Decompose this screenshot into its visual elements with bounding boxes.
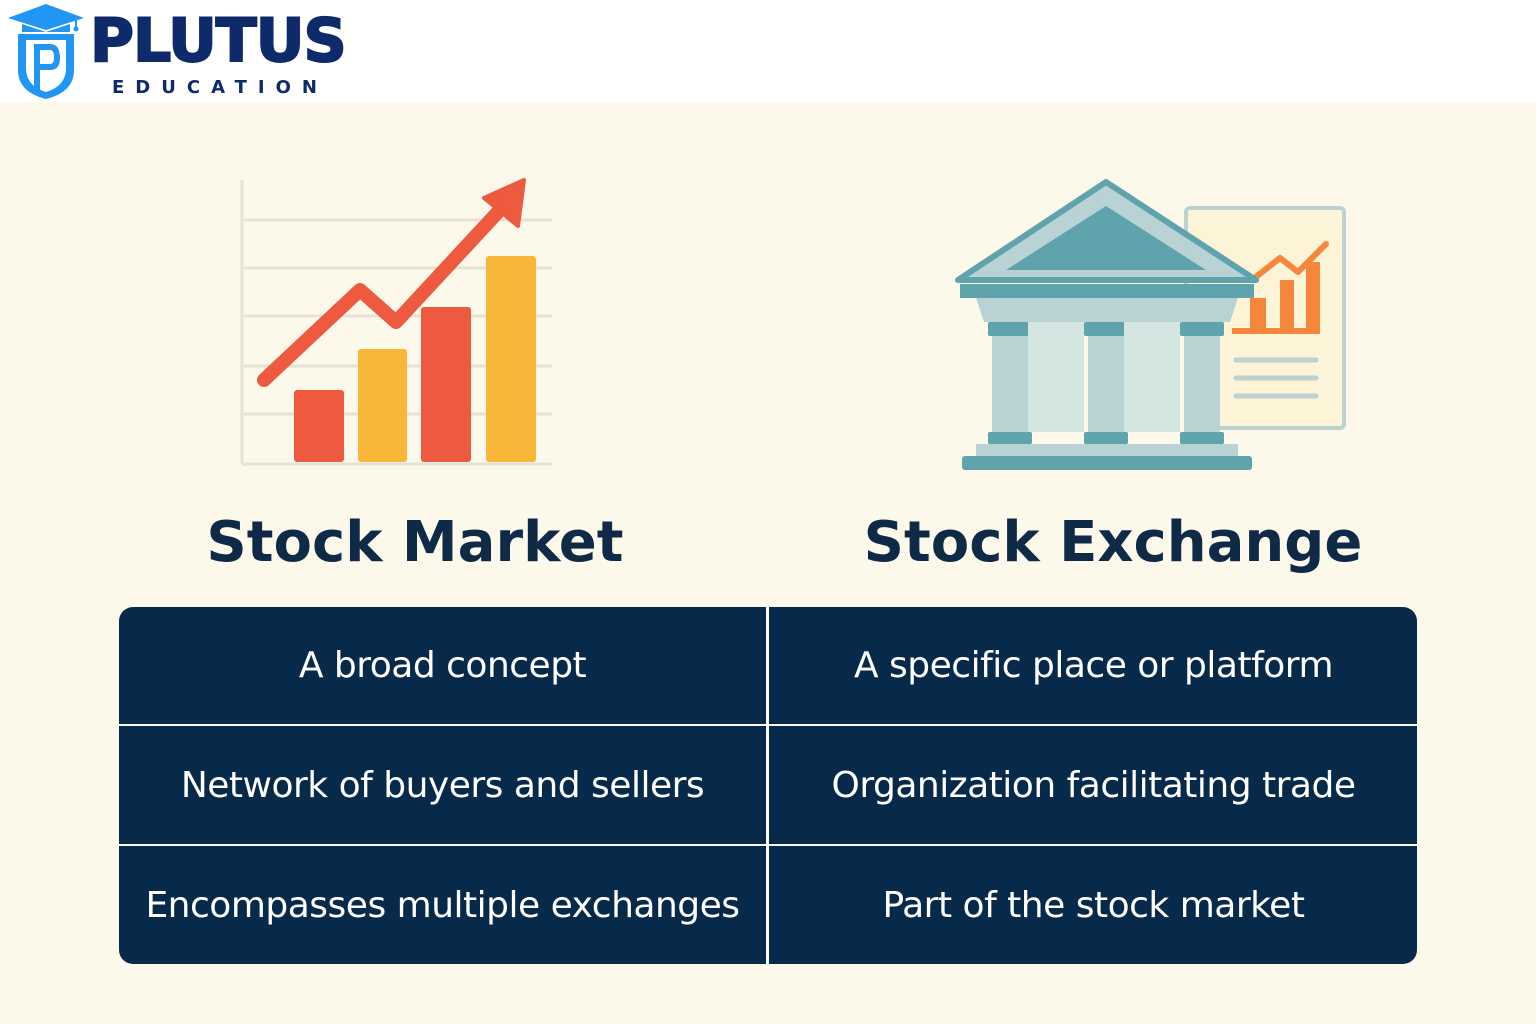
cell-text: Part of the stock market bbox=[882, 884, 1305, 926]
heading-stock-exchange: Stock Exchange bbox=[863, 510, 1363, 575]
plutus-education-logo[interactable]: PLUTUS EDUCATION bbox=[0, 0, 360, 102]
table-cell-left: Encompasses multiple exchanges bbox=[119, 846, 766, 964]
header-bar: PLUTUS EDUCATION bbox=[0, 0, 1536, 102]
cell-text: Encompasses multiple exchanges bbox=[145, 884, 740, 926]
growth-bar-chart-icon bbox=[240, 178, 552, 466]
cell-text: Network of buyers and sellers bbox=[180, 764, 705, 806]
stock-exchange-building-icon bbox=[955, 179, 1346, 470]
brand-name: PLUTUS bbox=[89, 5, 348, 77]
graduation-cap-shield-icon bbox=[8, 4, 84, 99]
brand-tagline: EDUCATION bbox=[112, 77, 328, 98]
table-cell-left: Network of buyers and sellers bbox=[119, 726, 766, 844]
cell-text: A broad concept bbox=[298, 645, 587, 686]
cell-text: A specific place or platform bbox=[853, 645, 1334, 686]
table-cell-right: Organization facilitating trade bbox=[769, 726, 1417, 844]
heading-stock-market: Stock Market bbox=[206, 510, 624, 575]
table-cell-right: A specific place or platform bbox=[769, 607, 1417, 724]
cell-text: Organization facilitating trade bbox=[831, 764, 1356, 806]
table-cell-left: A broad concept bbox=[119, 607, 766, 724]
table-cell-right: Part of the stock market bbox=[769, 846, 1417, 964]
comparison-table: A broad concept A specific place or plat… bbox=[119, 607, 1417, 964]
